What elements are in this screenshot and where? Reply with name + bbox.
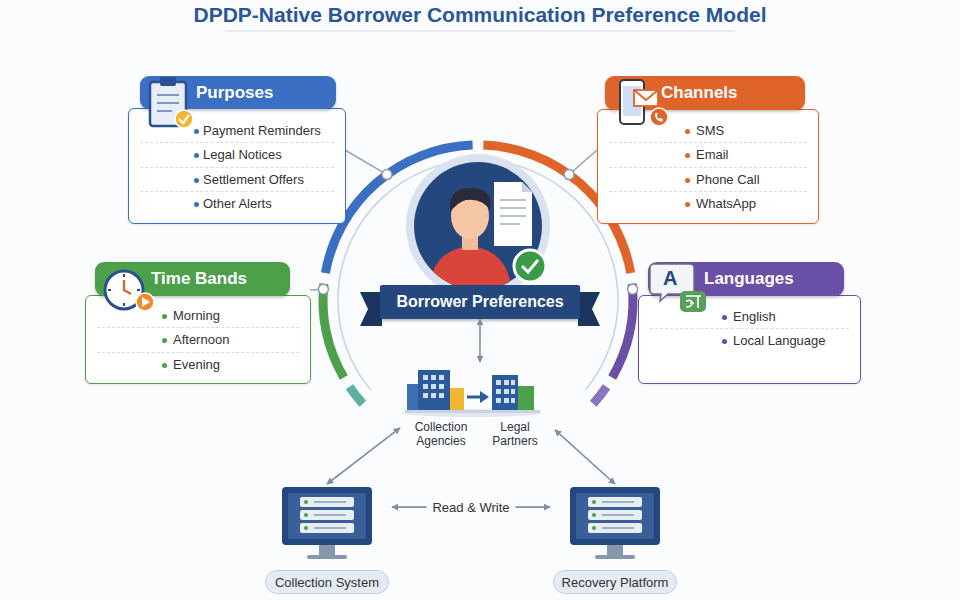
system-pill: Collection System — [265, 570, 389, 594]
panel-header: Channels — [605, 76, 805, 110]
panel-header: Purposes — [140, 76, 336, 109]
partner-buildings — [402, 370, 542, 417]
list-row: Phone Call — [609, 168, 807, 193]
list-item: Other Alerts — [203, 192, 272, 217]
list-item: Legal Notices — [203, 143, 282, 168]
system-pill: Recovery Platform — [553, 570, 677, 594]
preference-banner: Borrower Preferences — [380, 285, 580, 319]
list-row: Evening — [97, 353, 299, 378]
bullet-dot — [685, 178, 690, 183]
inner-ring — [338, 160, 618, 390]
list-row: Morning — [97, 304, 299, 329]
bullet-dot — [162, 338, 167, 343]
list-item: SMS — [696, 119, 724, 144]
icon-letter: A — [663, 267, 677, 290]
list-row: Payment Reminders — [140, 119, 334, 144]
partner-label: Collection Agencies — [404, 420, 478, 448]
connector-arrow — [327, 428, 400, 484]
leader-lines — [310, 150, 638, 290]
panel-heading: Languages — [704, 262, 794, 296]
ring-arc — [325, 145, 472, 273]
banner-tail — [360, 292, 382, 326]
list-item: Email — [696, 143, 729, 168]
list-item: Evening — [173, 353, 220, 378]
bullet-dot — [194, 153, 199, 158]
bullet-dot — [722, 315, 727, 320]
bullet-dot — [194, 202, 199, 207]
banner-tail — [578, 292, 600, 326]
list-item: Payment Reminders — [203, 119, 321, 144]
borrower-avatar — [406, 154, 550, 300]
bullet-dot — [162, 314, 167, 319]
monitor-icon — [282, 487, 372, 559]
bullet-dot — [685, 129, 690, 134]
ring-arc — [593, 387, 606, 404]
panel-heading: Purposes — [196, 76, 273, 109]
system-label: Recovery Platform — [562, 575, 669, 590]
list-row: SMS — [609, 119, 807, 144]
list-row: Afternoon — [97, 328, 299, 353]
monitor-icon — [570, 487, 660, 559]
list-item: Morning — [173, 304, 220, 329]
list-item: Local Language — [733, 329, 826, 353]
list-row: Settlement Offers — [140, 168, 334, 193]
partner-group: Collection AgenciesLegal Partners — [400, 362, 555, 452]
panel-header: Time Bands — [95, 262, 290, 296]
list-item: Afternoon — [173, 328, 229, 353]
system-node: Collection System — [262, 484, 392, 594]
bullet-dot — [162, 363, 167, 368]
list-row: Email — [609, 143, 807, 168]
list-row: WhatsApp — [609, 192, 807, 217]
panel-heading: Time Bands — [151, 262, 247, 296]
bullet-dot — [685, 153, 690, 158]
list-item: Phone Call — [696, 168, 760, 193]
partner-label: Legal Partners — [478, 420, 552, 448]
panel-heading: Channels — [661, 76, 738, 110]
bullet-dot — [194, 129, 199, 134]
system-node: Recovery Platform — [550, 484, 680, 594]
ring-arc — [323, 284, 344, 378]
bullet-dot — [685, 202, 690, 207]
ring-arc — [612, 284, 633, 378]
ring-arc — [350, 387, 363, 404]
list-item: Settlement Offers — [203, 168, 304, 193]
title-rule — [225, 31, 735, 32]
panel-box: Time BandsMorningAfternoonEvening — [85, 262, 311, 384]
list-item: WhatsApp — [696, 192, 756, 217]
diagram-title: DPDP-Native Borrower Communication Prefe… — [0, 3, 960, 27]
edge-label: Read & Write — [426, 500, 515, 515]
list-item: English — [733, 305, 776, 329]
connector-arrow — [555, 430, 615, 484]
bullet-dot — [194, 178, 199, 183]
list-row: Local Language — [650, 329, 849, 353]
check-badge — [514, 250, 546, 282]
list-row: English — [650, 305, 849, 329]
system-label: Collection System — [275, 575, 379, 590]
ring-dots — [318, 170, 637, 295]
list-row: Other Alerts — [140, 192, 334, 217]
list-row: Legal Notices — [140, 143, 334, 168]
panel-box: ChannelsSMSEmailPhone CallWhatsApp — [597, 76, 819, 224]
panel-box: PurposesPayment RemindersLegal NoticesSe… — [128, 76, 346, 224]
bullet-dot — [722, 339, 727, 344]
connector-arrow — [479, 319, 481, 362]
banner-text: Borrower Preferences — [396, 293, 563, 311]
